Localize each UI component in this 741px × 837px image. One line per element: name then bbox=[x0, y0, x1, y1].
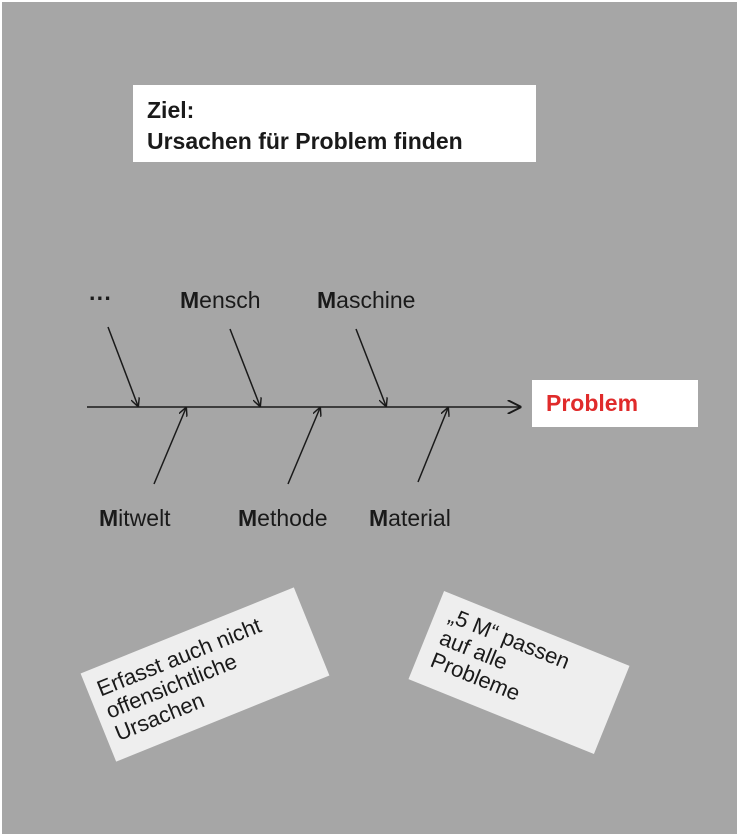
problem-label: Problem bbox=[546, 390, 639, 416]
category-more: ··· bbox=[89, 285, 112, 312]
category-material-initial: M bbox=[369, 505, 389, 531]
category-methode-initial: M bbox=[238, 505, 258, 531]
category-material: Material bbox=[369, 505, 451, 532]
category-mitwelt-initial: M bbox=[99, 505, 119, 531]
category-mensch-initial: M bbox=[180, 287, 200, 313]
bone-more bbox=[107, 326, 138, 406]
bone-methode bbox=[287, 408, 320, 485]
category-mitwelt-text: itwelt bbox=[118, 505, 171, 531]
goal-label: Ziel: bbox=[147, 97, 195, 123]
category-maschine-initial: M bbox=[317, 287, 337, 313]
category-methode-text: ethode bbox=[257, 505, 328, 531]
bone-maschine bbox=[355, 328, 386, 406]
category-mensch-text: ensch bbox=[199, 287, 261, 313]
goal-text: Ursachen für Problem finden bbox=[147, 128, 463, 154]
category-mensch: Mensch bbox=[180, 287, 261, 314]
category-mitwelt: Mitwelt bbox=[99, 505, 171, 532]
bone-mitwelt bbox=[153, 408, 186, 485]
problem-box: Problem bbox=[532, 380, 698, 427]
category-maschine-text: aschine bbox=[336, 287, 416, 313]
category-material-text: aterial bbox=[388, 505, 451, 531]
category-methode: Methode bbox=[238, 505, 328, 532]
bone-material bbox=[417, 408, 448, 483]
category-maschine: Maschine bbox=[317, 287, 415, 314]
goal-box: Ziel: Ursachen für Problem finden bbox=[133, 85, 536, 162]
bone-mensch bbox=[229, 328, 260, 406]
category-more-text: ··· bbox=[89, 285, 112, 311]
